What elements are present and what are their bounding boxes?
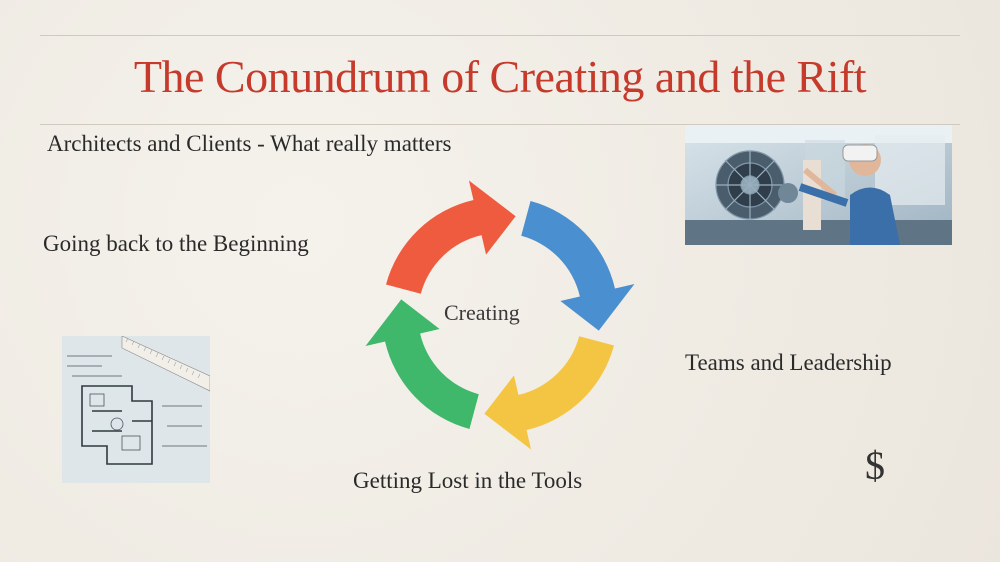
cycle-arrow-yellow <box>484 336 614 450</box>
title-underline <box>40 124 960 125</box>
cycle-arrow-red <box>386 180 516 294</box>
cycle-arrow-blue <box>521 201 635 331</box>
dollar-sign: $ <box>865 443 885 488</box>
bullet-getting-lost: Getting Lost in the Tools <box>353 468 583 493</box>
bullet-teams-leadership: Teams and Leadership <box>685 350 892 375</box>
creating-cycle-diagram <box>350 165 650 465</box>
bullet-architects-clients: Architects and Clients - What really mat… <box>47 131 452 156</box>
bullet-going-back: Going back to the Beginning <box>43 231 309 256</box>
top-rule <box>40 35 960 36</box>
vr-headset-photo <box>685 125 952 245</box>
blueprint-photo <box>62 336 210 483</box>
cycle-arrows <box>365 180 635 450</box>
slide-title: The Conundrum of Creating and the Rift <box>133 51 867 102</box>
cycle-center-label: Creating <box>444 300 520 325</box>
cycle-arrow-green <box>365 299 479 429</box>
